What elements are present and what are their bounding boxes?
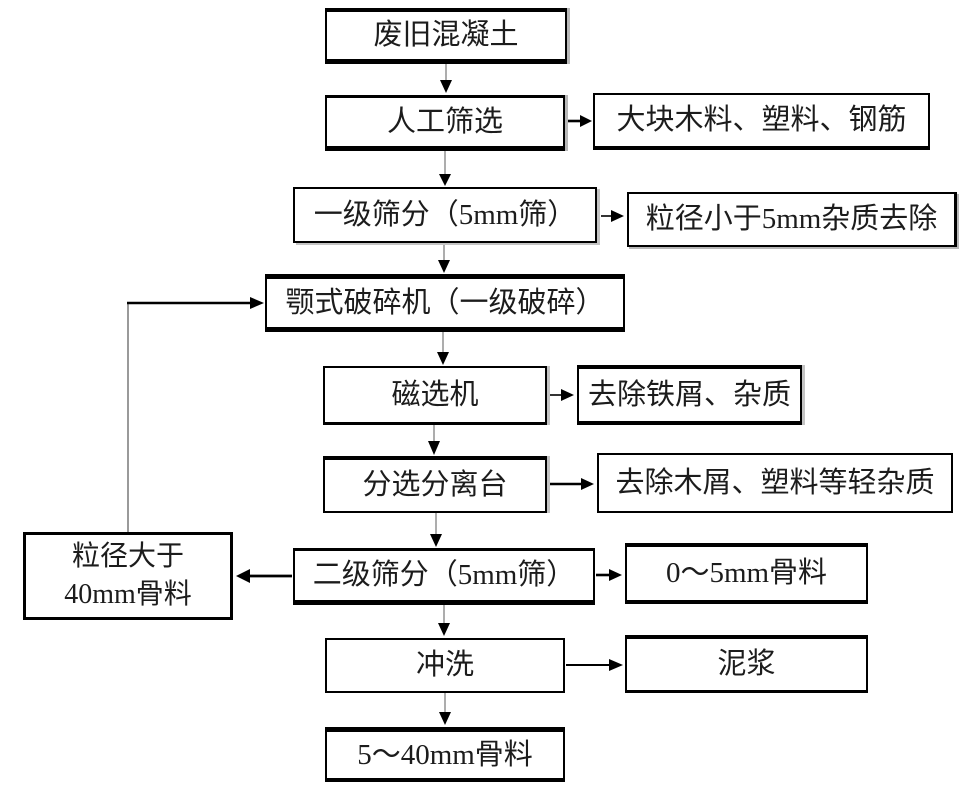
arrow-screen1-to-crusher: [438, 243, 450, 273]
arrow-screen2-to-agg05: [596, 569, 622, 581]
node-label: 人工筛选: [386, 105, 503, 138]
node-label: 去除木屑、塑料等轻杂质: [615, 466, 935, 499]
node-label: 冲洗: [415, 649, 474, 682]
node-0-5mm-aggregate: 0～5mm骨料: [625, 543, 868, 604]
node-label: 二级筛分（5mm筛）: [312, 559, 576, 592]
node-under-5mm-impurity-removal: 粒径小于5mm杂质去除: [627, 192, 957, 247]
node-iron-filings-removal: 去除铁屑、杂质: [577, 365, 802, 425]
node-label: 5～40mm骨料: [357, 738, 533, 771]
arrow-magnetic-to-iron: [549, 389, 574, 401]
node-label: 分选分离台: [362, 469, 508, 502]
node-slurry: 泥浆: [625, 635, 868, 693]
node-label: 0～5mm骨料: [665, 557, 828, 590]
node-label-line2: 40mm骨料: [64, 579, 192, 610]
node-label: 去除铁屑、杂质: [587, 378, 791, 411]
node-magnetic-separator: 磁选机: [323, 366, 547, 425]
node-washing: 冲洗: [325, 638, 565, 693]
arrow-waste-to-manual: [440, 64, 452, 93]
node-label: 磁选机: [391, 378, 479, 411]
node-label: 一级筛分（5mm筛）: [313, 198, 577, 231]
arrow-screen1-to-small5: [601, 210, 624, 222]
arrow-manual-to-screen1: [439, 151, 451, 186]
node-secondary-sieving-5mm: 二级筛分（5mm筛）: [293, 548, 595, 605]
node-jaw-crusher-primary: 颚式破碎机（一级破碎）: [265, 274, 625, 332]
arrow-wash-to-final: [439, 693, 451, 725]
node-sorting-separation-table: 分选分离台: [323, 456, 547, 513]
node-large-wood-plastic-rebar: 大块木料、塑料、钢筋: [593, 93, 930, 150]
node-light-impurity-removal: 去除木屑、塑料等轻杂质: [597, 453, 953, 513]
arrow-screen2-to-wash: [438, 605, 450, 636]
arrow-magnetic-to-sorting: [428, 425, 440, 455]
node-label: 颚式破碎机（一级破碎）: [285, 286, 605, 319]
node-label-line1: 粒径大于: [71, 541, 184, 573]
node-waste-concrete: 废旧混凝土: [325, 8, 567, 64]
arrow-sorting-to-light: [548, 478, 594, 490]
loop-agg40-to-crusher: [127, 297, 264, 532]
arrow-wash-to-slurry: [566, 659, 623, 671]
node-label: 粒径小于5mm杂质去除: [645, 203, 938, 236]
node-5-40mm-aggregate: 5～40mm骨料: [325, 727, 565, 782]
arrow-sorting-to-screen2: [430, 513, 442, 547]
node-manual-screening: 人工筛选: [325, 95, 565, 151]
node-over-40mm-aggregate: 粒径大于 40mm骨料: [23, 532, 233, 620]
node-primary-sieving-5mm: 一级筛分（5mm筛）: [293, 187, 597, 243]
node-label: 大块木料、塑料、钢筋: [616, 104, 907, 137]
arrow-screen2-to-agg40: [236, 569, 292, 583]
node-label: 废旧混凝土: [373, 19, 519, 52]
node-label: 泥浆: [717, 648, 776, 681]
arrow-manual-to-bigwood: [566, 115, 592, 127]
arrow-crusher-to-magnetic: [437, 332, 449, 365]
